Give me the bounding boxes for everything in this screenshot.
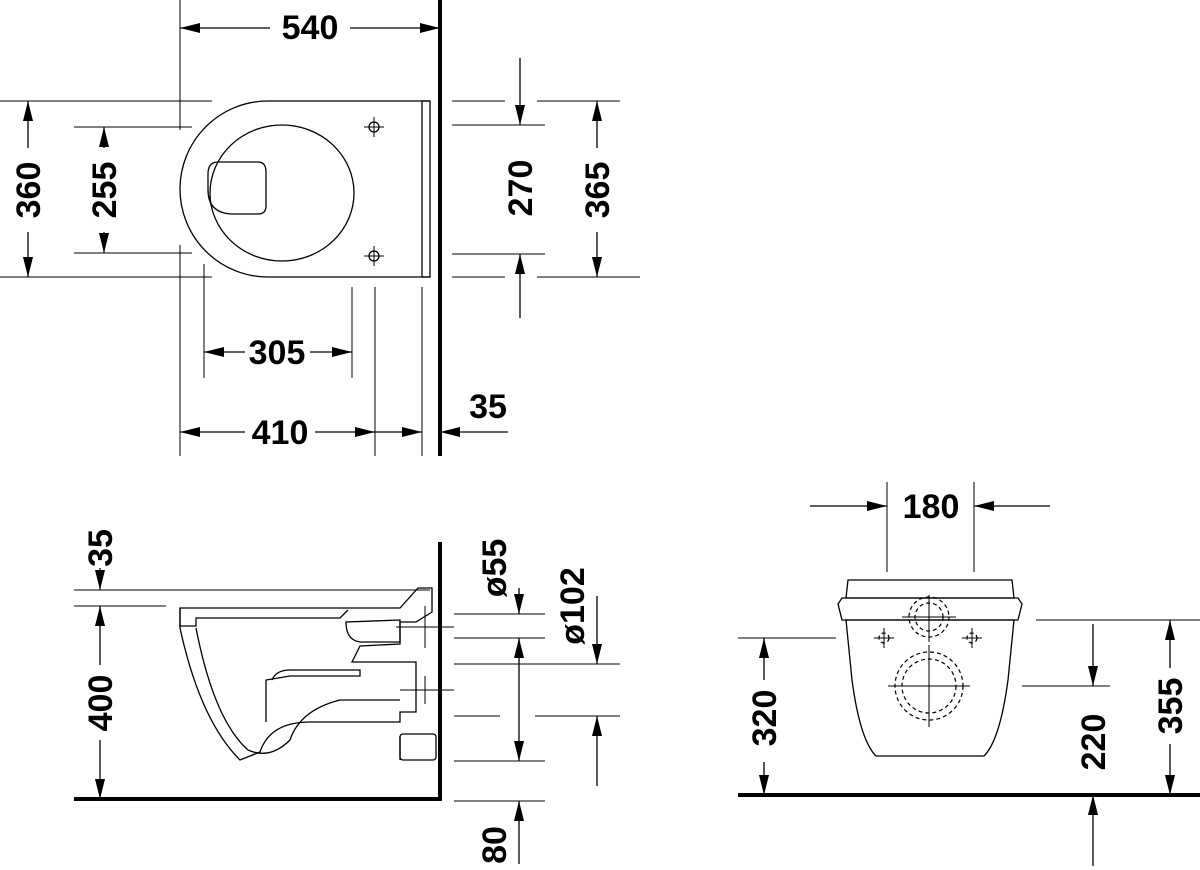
mounting-plate-top [421, 100, 431, 278]
front-view: 180 320 220 355 [738, 482, 1200, 866]
dim-inlet-dia: ø55 [476, 539, 514, 598]
top-view: 540 360 255 270 365 305 410 35 [0, 0, 640, 456]
fixing-bolt-right-icon [962, 628, 982, 648]
bowl-front [845, 619, 1015, 757]
dim-outlet-dia: ø102 [554, 567, 592, 645]
bowl-outline-top [179, 100, 430, 278]
dim-seat-holes: 255 [86, 162, 124, 219]
inlet-circle-icon [902, 595, 956, 642]
dim-frame-width: 365 [579, 162, 617, 219]
dim-rim-height: 355 [1152, 678, 1190, 735]
dim-outlet-spacing: 180 [903, 488, 960, 526]
bowl-opening-top [207, 161, 267, 215]
dim-wall-gap: 35 [469, 388, 507, 426]
dim-bowl-length: 305 [249, 334, 306, 372]
dim-inlet-height: 320 [746, 690, 784, 747]
seat-top-side [179, 608, 349, 627]
dim-height: 400 [82, 675, 120, 732]
dim-fixing-distance: 270 [502, 160, 540, 217]
rim-inner-top [209, 124, 355, 262]
seat-lid-front [845, 579, 1015, 599]
inlet-connector-side [345, 619, 401, 643]
fixing-bolt-left-icon [874, 628, 894, 648]
dim-fixing-length: 410 [252, 414, 309, 452]
trap-side [265, 669, 361, 722]
dim-rim-to-top: 35 [82, 529, 120, 567]
dim-outlet-height: 80 [476, 826, 514, 864]
rim-front [837, 597, 1023, 621]
outlet-circle-icon [888, 645, 970, 727]
outlet-connector-side [399, 733, 437, 761]
fixing-hole-lower-icon [364, 246, 384, 266]
dim-overall-width: 360 [10, 162, 48, 219]
fixing-hole-upper-icon [364, 117, 384, 137]
side-view: 35 400 ø55 ø102 80 [74, 529, 620, 864]
dim-overall-length: 540 [282, 9, 339, 47]
bowl-outline-side [179, 587, 433, 761]
bowl-inner-side [195, 627, 400, 754]
dim-outlet-center: 220 [1075, 714, 1113, 771]
